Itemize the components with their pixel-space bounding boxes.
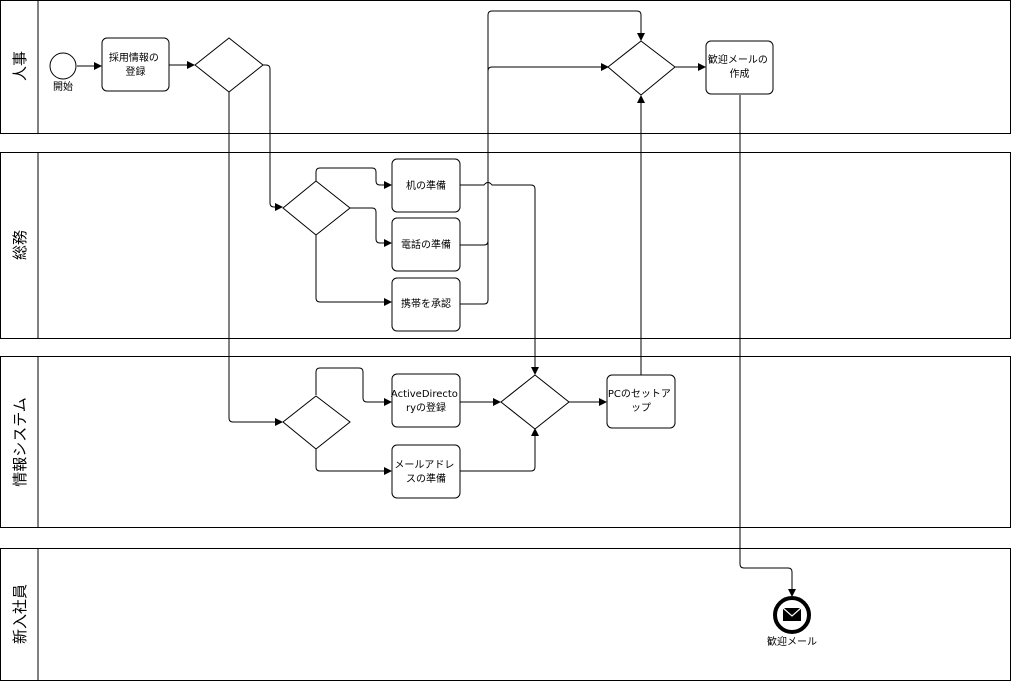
task-welcome-mail-line2: 作成	[730, 68, 750, 80]
start-event: 開始	[49, 52, 77, 93]
lane-hr-label: 人事	[11, 51, 29, 81]
task-ad-line2: ryの登録	[406, 401, 446, 414]
task-mail-address: メールアドレ スの準備	[391, 444, 461, 499]
flow-gw-ga	[262, 64, 283, 211]
end-event-label: 歓迎メール	[767, 635, 817, 648]
gateway-ga-split	[282, 180, 351, 236]
flow-is-ad	[315, 367, 392, 406]
svg-text:ActiveDirecto ryの登録: ActiveDirecto ryの登録	[391, 389, 461, 414]
task-mobile-label: 携帯を承認	[401, 297, 451, 310]
svg-text:歓迎メールの 作成: 歓迎メールの 作成	[708, 53, 771, 80]
task-active-directory: ActiveDirecto ryの登録	[391, 373, 461, 428]
gateway-hr-join	[607, 40, 676, 96]
task-desk: 机の準備	[391, 158, 461, 213]
task-pc-setup-line2: ップ	[631, 402, 651, 414]
flow-ga-mobile	[315, 235, 392, 306]
lane-is-label: 情報システム	[11, 397, 29, 487]
task-phone-label: 電話の準備	[401, 238, 451, 251]
flow-ga-phone	[349, 207, 392, 247]
task-mobile: 携帯を承認	[391, 277, 461, 332]
flow-desk-isjoin	[460, 182, 539, 375]
sequence-flows	[77, 10, 796, 597]
task-register-hiring-line2: 登録	[126, 65, 146, 78]
task-desk-label: 机の準備	[406, 179, 446, 192]
svg-text:PCのセットア ップ: PCのセットア ップ	[608, 388, 674, 414]
flow-mail-end	[739, 95, 796, 597]
task-pc-setup: PCのセットア ップ	[606, 374, 676, 429]
gateway-is-join	[500, 374, 570, 430]
envelope-icon	[782, 607, 802, 621]
lane-ga: 総務	[0, 152, 1011, 339]
lane-new: 新入社員	[0, 548, 1011, 681]
task-ad-line1: ActiveDirecto	[391, 389, 458, 400]
task-pc-setup-line1: PCのセットア	[608, 388, 671, 400]
task-mail-address-line2: スの準備	[406, 472, 446, 485]
task-mail-address-line1: メールアドレ	[394, 460, 454, 471]
end-event: 歓迎メール	[767, 596, 817, 648]
flow-mobile-hrjoin	[460, 10, 645, 305]
flow-is-mail	[315, 449, 392, 475]
task-register-hiring-line1: 採用情報の	[109, 51, 159, 64]
task-register-hiring: 採用情報の 登録	[101, 37, 170, 92]
lane-new-label: 新入社員	[11, 584, 29, 644]
start-event-label: 開始	[53, 80, 73, 93]
task-phone: 電話の準備	[391, 217, 461, 272]
task-welcome-mail: 歓迎メールの 作成	[705, 40, 774, 95]
gateway-hr-split	[194, 37, 264, 93]
lane-is: 情報システム	[0, 356, 1011, 528]
lane-ga-label: 総務	[11, 230, 29, 260]
gateway-is-split	[282, 395, 351, 450]
svg-text:採用情報の 登録: 採用情報の 登録	[109, 51, 162, 78]
task-welcome-mail-line1: 歓迎メールの	[708, 53, 768, 66]
svg-text:メールアドレ スの準備: メールアドレ スの準備	[394, 460, 457, 485]
flow-gw-is	[228, 92, 283, 426]
flow-mail-join	[460, 428, 539, 472]
flow-ga-desk	[315, 167, 392, 189]
